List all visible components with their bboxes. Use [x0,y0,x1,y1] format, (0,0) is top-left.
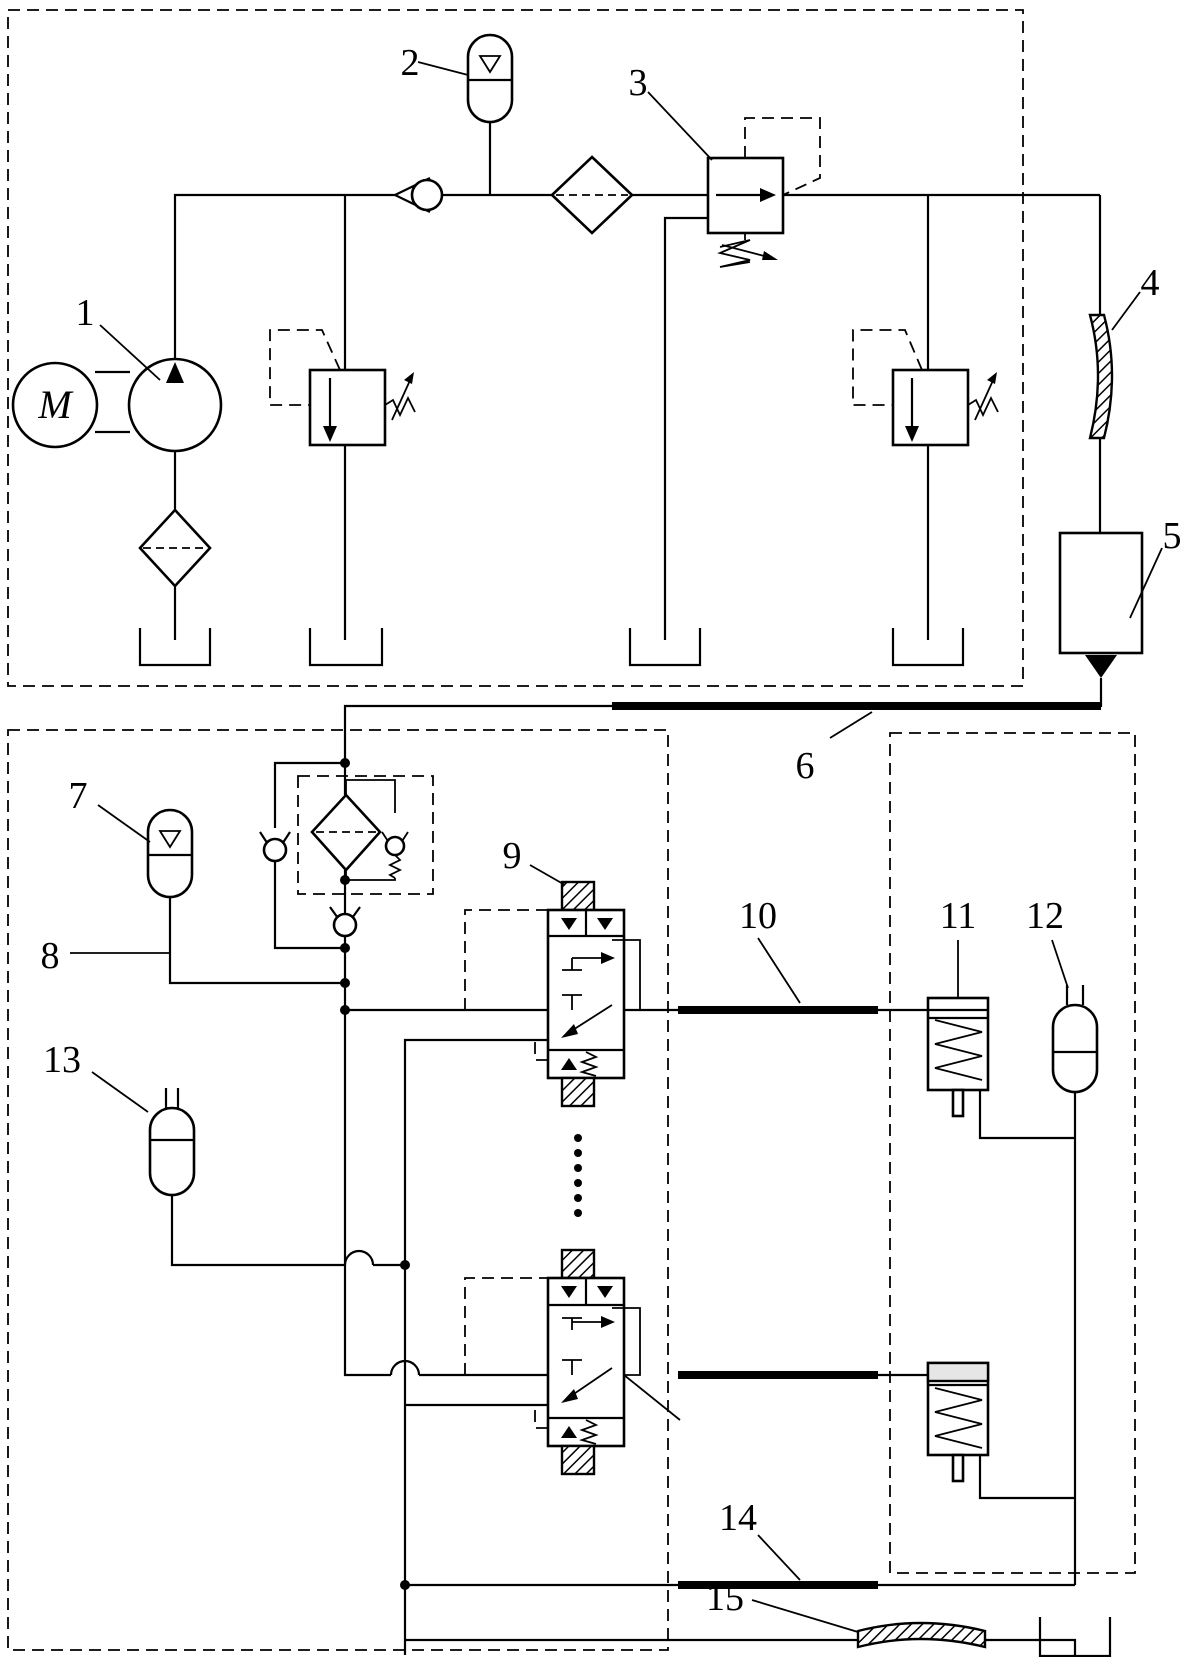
control-unit-enclosure [7,729,669,1651]
pressure-reducing-valve-3 [706,117,821,268]
tank-5 [1038,1617,1112,1657]
label-7: 7 [69,775,151,843]
label-5: 5 [1129,515,1182,619]
svg-text:6: 6 [796,745,815,787]
flexible-hose-4 [1088,313,1114,440]
pressure-filter [550,155,634,235]
actuator-enclosure [889,732,1136,1574]
accumulator-13 [148,1088,196,1197]
label-2: 2 [401,42,469,84]
svg-text:13: 13 [43,1039,81,1081]
label-12: 12 [1026,895,1069,989]
tank-3 [628,628,702,667]
control-valve-9-top [534,880,626,1080]
svg-text:15: 15 [706,1577,744,1619]
label-10: 10 [739,895,801,1004]
label-8: 8 [41,935,60,977]
accumulator-2 [466,33,514,124]
svg-text:8: 8 [41,935,60,977]
valve-9-top-operator [560,1076,596,1108]
tank-1 [138,628,212,667]
repeat-ellipsis [574,1134,582,1217]
svg-text:10: 10 [739,895,777,937]
flexible-hose-15 [856,1621,987,1649]
svg-text:5: 5 [1163,515,1182,557]
svg-text:3: 3 [629,62,648,104]
relief-valve-2 [852,329,999,447]
svg-text:12: 12 [1026,895,1064,937]
hydraulic-pump [127,357,223,453]
svg-text:4: 4 [1141,262,1160,304]
filter-bypass-check-valve [381,831,409,857]
label-6: 6 [796,711,873,787]
tank-4 [891,628,965,667]
accumulator-12 [1051,985,1099,1094]
svg-text:14: 14 [719,1497,757,1539]
valve-9-bottom-operator [560,1444,596,1476]
motor-label: M [37,382,74,427]
svg-text:9: 9 [503,835,522,877]
label-4: 4 [1111,262,1160,331]
label-1: 1 [76,292,161,381]
power-unit-enclosure [7,9,1024,687]
unit-5 [1058,531,1144,678]
svg-text:2: 2 [401,42,420,84]
label-14: 14 [719,1497,801,1581]
svg-text:7: 7 [69,775,88,817]
bypass-check-valve [259,831,291,863]
label-15: 15 [706,1577,859,1633]
control-valve-9-bottom [534,1248,626,1448]
check-valve [392,177,444,213]
electric-motor: M [11,361,130,449]
tank-2 [308,628,384,667]
relief-valve-1 [269,329,416,447]
spring-cylinder-11-top [926,996,990,1118]
spring-cylinder-11-bottom [926,1361,990,1483]
return-filter-assembly [297,775,434,895]
accumulator-7 [146,808,194,899]
svg-text:11: 11 [940,895,977,937]
label-9: 9 [503,835,566,886]
suction-filter [138,508,212,588]
svg-text:1: 1 [76,292,95,334]
label-11: 11 [940,895,977,998]
label-13: 13 [43,1039,149,1113]
label-3: 3 [629,62,713,161]
